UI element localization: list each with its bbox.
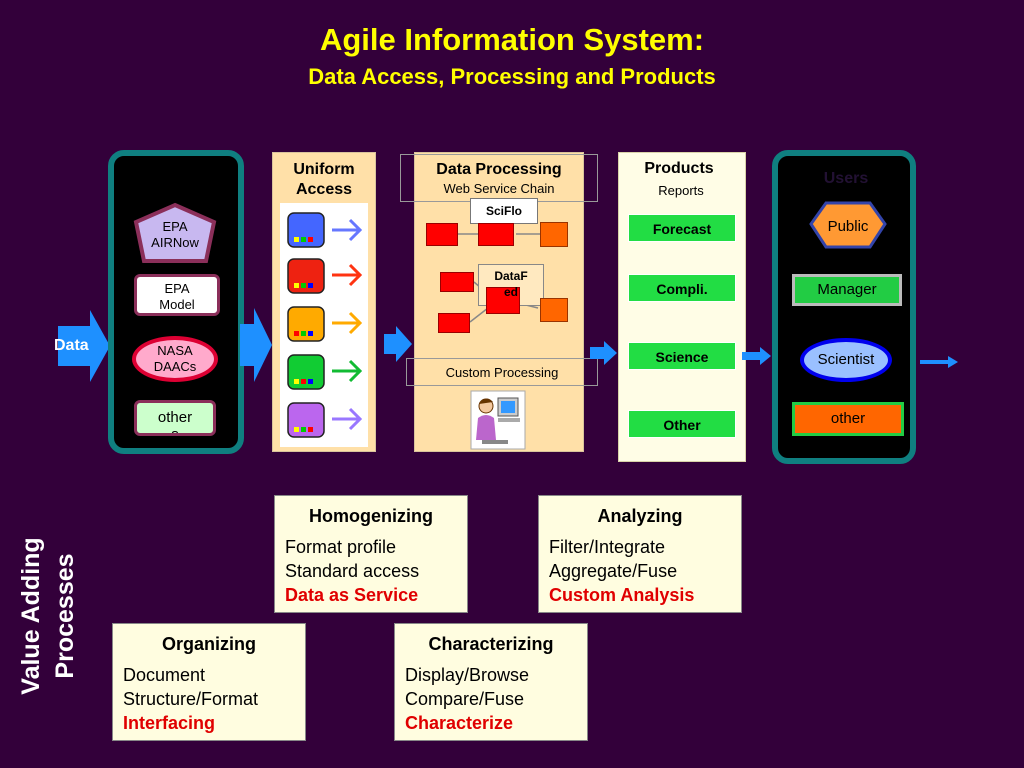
web-service-chain-label: Web Service Chain [443, 181, 555, 196]
uniform-access-title: Uniform Access [293, 161, 355, 198]
user-other: other [792, 402, 904, 436]
card-homogenizing: Homogenizing Format profile Standard acc… [274, 495, 468, 613]
process-node [426, 223, 458, 246]
output-arrow [920, 356, 958, 368]
process-output-node [540, 298, 568, 322]
page-subtitle: Data Access, Processing and Products [308, 64, 716, 89]
process-node [486, 287, 520, 314]
uniform-access-icons [287, 212, 363, 438]
card-line: Compare/Fuse [405, 689, 525, 709]
card-highlight: Characterize [405, 713, 514, 733]
arrow-to-products [590, 341, 617, 365]
right-arrow-icon [332, 311, 363, 335]
card-highlight: Interfacing [123, 713, 216, 733]
process-node [438, 313, 470, 333]
source-nasa-daacs: NASA DAACs [132, 336, 218, 382]
data-processing-title: Data Processing [436, 161, 562, 178]
database-icon-red [287, 258, 325, 294]
card-analyzing: Analyzing Filter/Integrate Aggregate/Fus… [538, 495, 742, 613]
source-epa-model: EPA Model [134, 274, 220, 316]
right-arrow-icon [332, 218, 363, 242]
page-title: Agile Information System: [319, 22, 705, 57]
right-arrow-icon [332, 263, 363, 287]
card-highlight: Custom Analysis [549, 585, 695, 605]
card-line: Display/Browse [405, 665, 530, 685]
arrow-to-uniform-access [240, 308, 272, 382]
right-arrow-icon [332, 407, 363, 431]
card-line: Document [123, 665, 206, 685]
product-compliance: Compli. [628, 274, 736, 302]
person-at-computer-icon [470, 390, 526, 450]
arrow-to-users [742, 347, 771, 365]
card-characterizing: Characterizing Display/Browse Compare/Fu… [394, 623, 588, 741]
card-title: Characterizing [428, 634, 554, 654]
data-input-arrow [58, 310, 110, 382]
source-others: other s [134, 400, 216, 436]
product-other: Other [628, 410, 736, 438]
card-organizing: Organizing Document Structure/Format Int… [112, 623, 306, 741]
card-title: Organizing [162, 634, 256, 654]
card-title: Homogenizing [309, 506, 433, 526]
users-title: Users [823, 170, 869, 187]
epa-airnow-shape [133, 202, 217, 263]
products-subtitle: Reports [658, 183, 704, 198]
sciflo-label: SciFlo [470, 198, 538, 224]
database-icon-orange [287, 306, 325, 342]
product-forecast: Forecast [628, 214, 736, 242]
products-title: Products [644, 160, 714, 177]
card-line: Format profile [285, 537, 397, 557]
source-epa-airnow: EPA AIRNow [151, 219, 199, 250]
public-shape [809, 201, 887, 249]
process-node [440, 272, 474, 292]
custom-processing-label: Custom Processing [406, 358, 598, 386]
arrow-to-processing [384, 326, 412, 362]
database-icon-violet [287, 402, 325, 438]
database-icon-blue [287, 212, 325, 248]
datafed-label: DataF ed [494, 269, 528, 299]
user-scientist: Scientist [800, 338, 892, 382]
data-label: Data [54, 337, 89, 354]
process-node [478, 223, 514, 246]
card-line: Aggregate/Fuse [549, 561, 678, 581]
card-line: Filter/Integrate [549, 537, 666, 557]
right-arrow-icon [332, 359, 363, 383]
card-line: Standard access [285, 561, 420, 581]
user-manager: Manager [792, 274, 902, 306]
product-science: Science [628, 342, 736, 370]
database-icon-green [287, 354, 325, 390]
process-output-node [540, 222, 568, 247]
user-public: Public [827, 218, 869, 235]
card-title: Analyzing [597, 506, 683, 526]
value-adding-processes-label: Value Adding Processes [17, 537, 79, 695]
card-highlight: Data as Service [285, 585, 419, 605]
card-line: Structure/Format [123, 689, 259, 709]
